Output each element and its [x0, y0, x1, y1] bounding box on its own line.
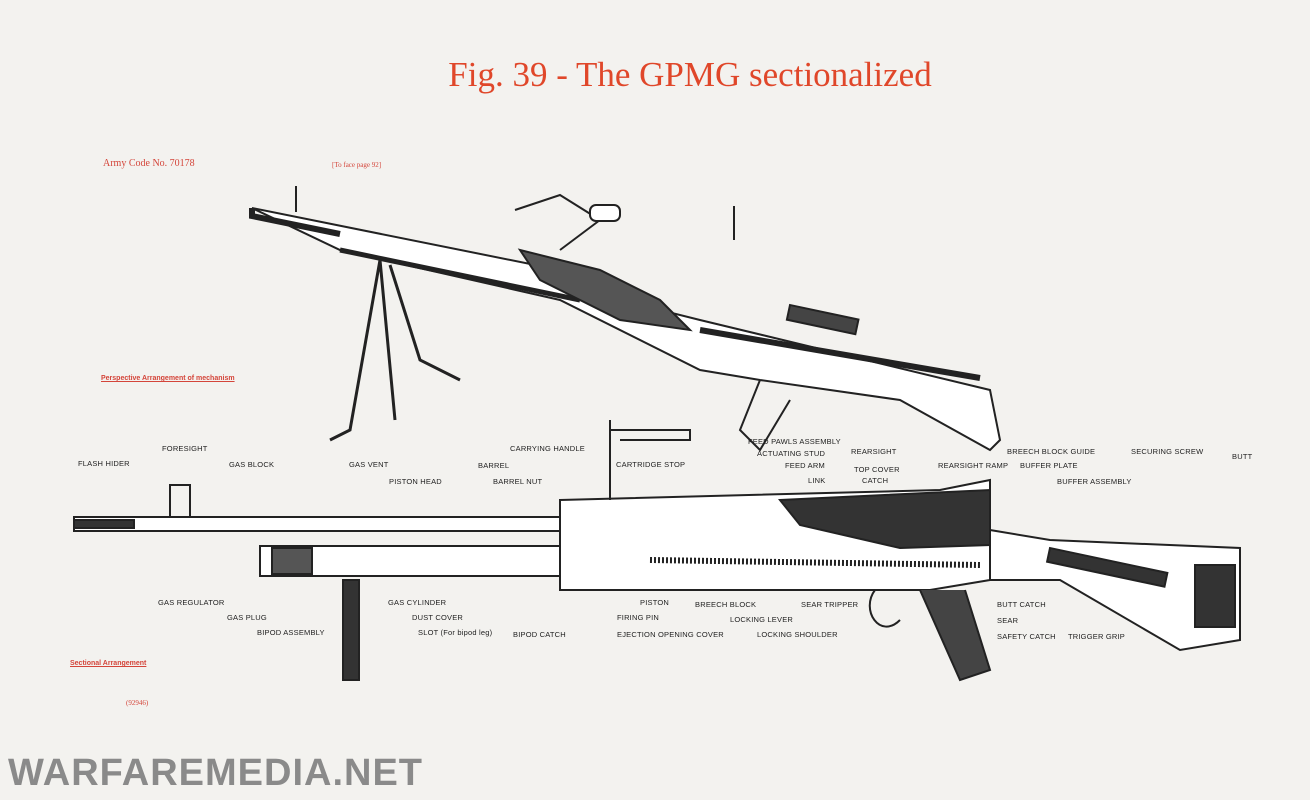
label-butt: BUTT: [1232, 452, 1253, 461]
label-barrel-nut: BARREL NUT: [493, 477, 543, 486]
label-top-cover: TOP COVER: [854, 465, 900, 474]
label-locking-lever: LOCKING LEVER: [730, 615, 794, 624]
sectional-gun: [73, 420, 1241, 682]
label-piston: PISTON: [640, 598, 669, 607]
label-feed-arm: FEED ARM: [785, 461, 825, 470]
sectional-caption: Sectional Arrangement: [70, 660, 147, 667]
label-piston-head: PISTON HEAD: [389, 477, 442, 486]
label-buffer-assembly: BUFFER ASSEMBLY: [1057, 477, 1132, 486]
label-gas-block: GAS BLOCK: [229, 460, 275, 469]
label-buffer-plate: BUFFER PLATE: [1020, 461, 1078, 470]
label-firing-pin: FIRING PIN: [617, 613, 660, 622]
label-securing-screw: SECURING SCREW: [1131, 447, 1204, 456]
label-breech-block-guide: BREECH BLOCK GUIDE: [1007, 447, 1096, 456]
label-barrel: BARREL: [478, 461, 510, 470]
label-flash-hider: FLASH HIDER: [78, 459, 130, 468]
label-cartridge-stop: CARTRIDGE STOP: [616, 460, 686, 469]
label-sear-tripper: SEAR TRIPPER: [801, 600, 859, 609]
face-page-note: [To face page 92]: [332, 161, 382, 169]
label-carrying-handle: CARRYING HANDLE: [510, 444, 585, 453]
label-gas-vent: GAS VENT: [349, 460, 389, 469]
label-sear: SEAR: [997, 616, 1019, 625]
reference-number: (92946): [126, 699, 149, 707]
label-slot: SLOT (For bipod leg): [418, 628, 493, 637]
label-gas-plug: GAS PLUG: [227, 613, 267, 622]
figure-title: Fig. 39 - The GPMG sectionalized: [448, 55, 932, 94]
label-locking-shoulder: LOCKING SHOULDER: [757, 630, 838, 639]
label-link: LINK: [808, 476, 826, 485]
label-catch: CATCH: [862, 476, 889, 485]
label-breech-block: BREECH BLOCK: [695, 600, 757, 609]
label-trigger-grip: TRIGGER GRIP: [1068, 632, 1125, 641]
perspective-caption: Perspective Arrangement of mechanism: [101, 375, 235, 382]
label-feed-pawls: FEED PAWLS ASSEMBLY: [748, 437, 841, 446]
label-safety-catch: SAFETY CATCH: [997, 632, 1056, 641]
label-rearsight: REARSIGHT: [851, 447, 897, 456]
label-rearsight-ramp: REARSIGHT RAMP: [938, 461, 1009, 470]
label-gas-regulator: GAS REGULATOR: [158, 598, 225, 607]
label-butt-catch: BUTT CATCH: [997, 600, 1046, 609]
label-bipod-catch: BIPOD CATCH: [513, 630, 566, 639]
perspective-gun: [249, 186, 1002, 452]
label-gas-cylinder: GAS CYLINDER: [388, 598, 447, 607]
watermark: WARFAREMEDIA.NET: [8, 752, 423, 794]
label-foresight: FORESIGHT: [162, 444, 208, 453]
label-actuating-stud: ACTUATING STUD: [757, 449, 826, 458]
label-dust-cover: DUST COVER: [412, 613, 464, 622]
label-ejection-cover: EJECTION OPENING COVER: [617, 630, 724, 639]
label-bipod-assembly: BIPOD ASSEMBLY: [257, 628, 325, 637]
army-code: Army Code No. 70178: [103, 158, 195, 169]
